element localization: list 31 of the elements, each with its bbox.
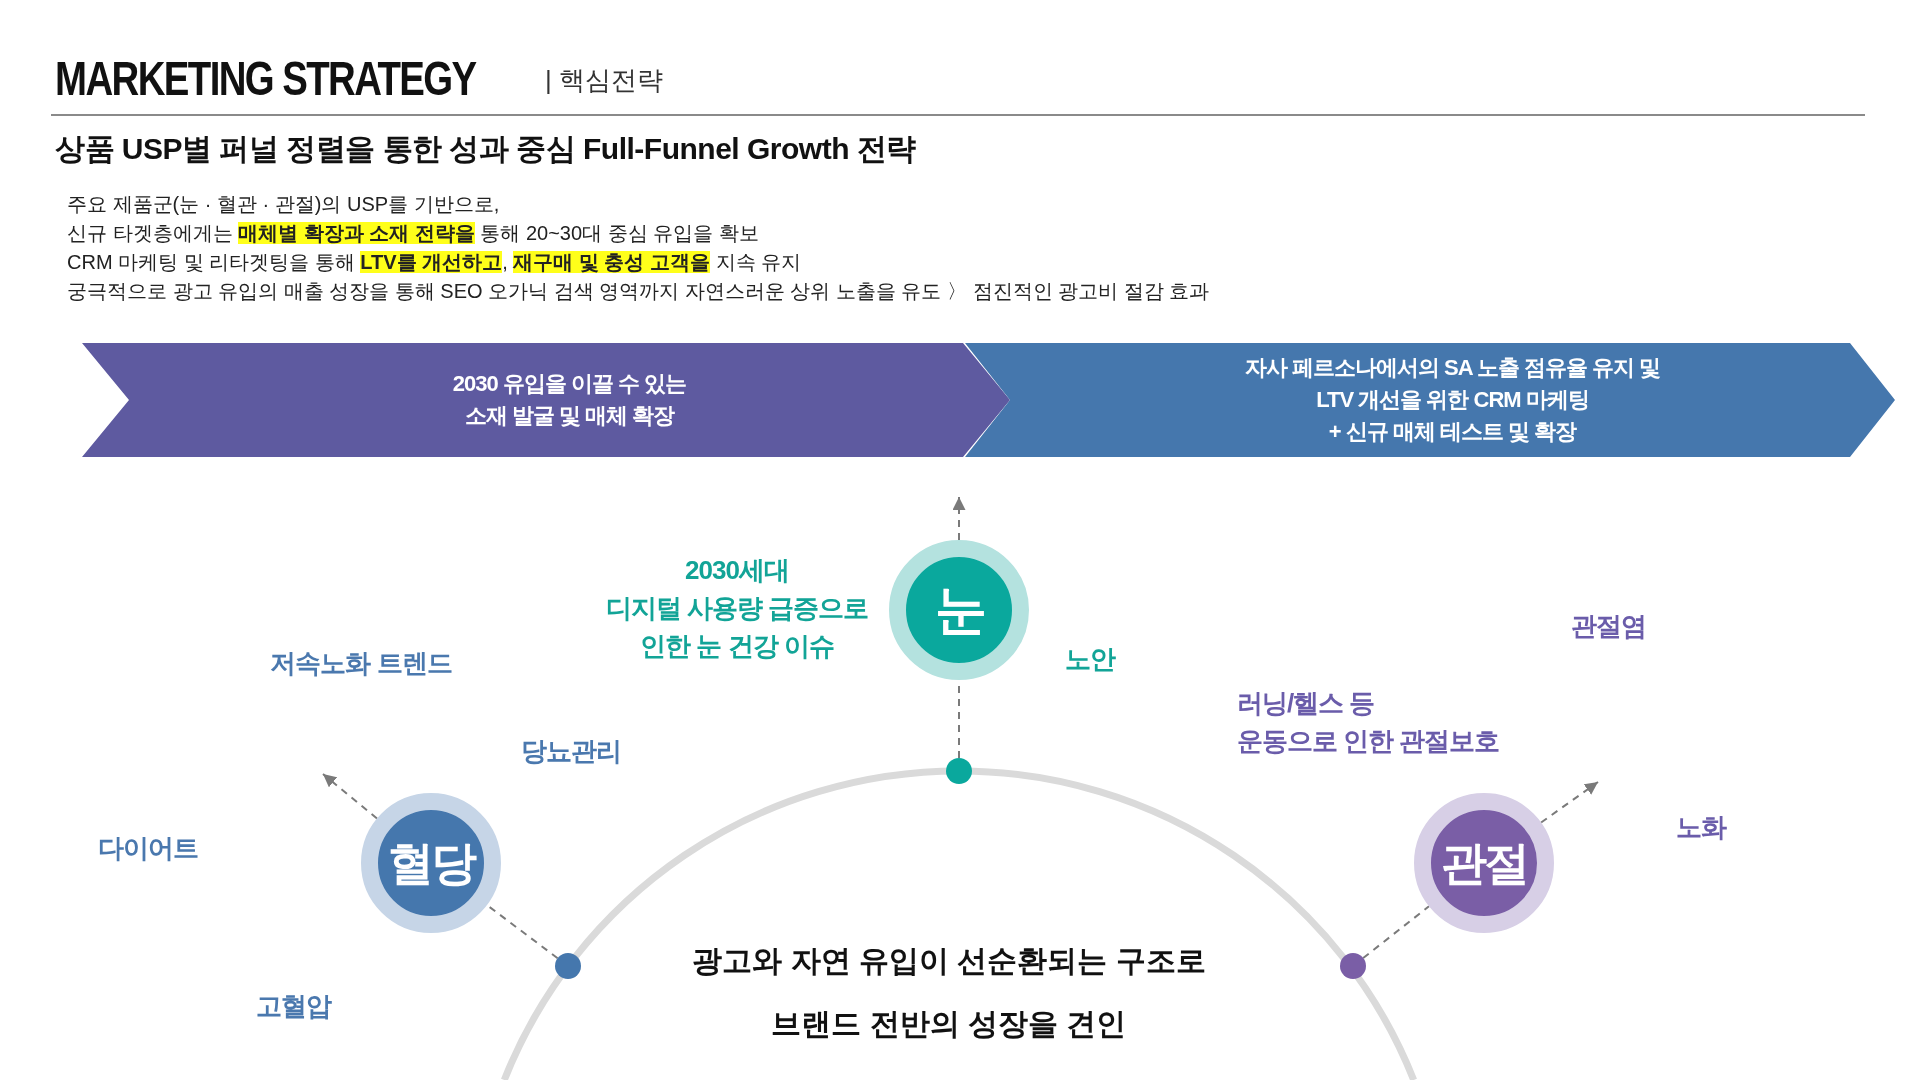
body-text: 주요 제품군(눈 · 혈관 · 관절)의 USP를 기반으로, — [67, 192, 500, 217]
keyword-text: 노안 — [1065, 643, 1115, 676]
category-name: 눈 — [934, 584, 984, 636]
body-text: CRM 마케팅 및 리타겟팅을 통해 LTV를 개선하고, 재구매 및 충성 고객을 지속 유지 — [67, 250, 802, 275]
dot-marker — [555, 953, 581, 979]
keyword-text: 2030세대 디지털 사용량 급증으로 인한 눈 건강 이슈 — [605, 554, 869, 663]
keyword-text: 당뇨관리 — [521, 735, 621, 768]
dashed-line — [486, 904, 559, 960]
banner-text: 2030 유입을 이끌 수 있는 소재 발굴 및 매체 확장 — [452, 370, 687, 430]
dashed-line — [1362, 905, 1430, 959]
keyword-text: 노화 — [1676, 811, 1726, 844]
title-tag: | 핵심전략 — [545, 67, 663, 93]
keyword-text: 러닝/헬스 등 운동으로 인한 관절보호 — [1237, 687, 1500, 758]
category-name: 혈당 — [388, 840, 474, 886]
summary-text: 광고와 자연 유입이 선순환되는 구조로 브랜드 전반의 성장을 견인 — [692, 943, 1206, 1042]
category-name: 관절 — [1441, 840, 1527, 886]
dashed-arrow — [952, 496, 966, 541]
dot-marker — [1340, 953, 1366, 979]
keyword-text: 고혈압 — [255, 990, 331, 1023]
heading-text: 상품 USP별 퍼널 정렬을 통한 성과 중심 Full-Funnel Growth 전략 — [55, 136, 916, 162]
keyword-text: 관절염 — [1570, 610, 1646, 643]
keyword-text: 저속노화 트렌드 — [270, 647, 452, 680]
banner-text: + 신규 매체 테스트 및 확장 — [1328, 418, 1577, 446]
dashed-arrow — [322, 773, 378, 820]
dashed-arrow — [1540, 781, 1599, 824]
body-text: 신규 타겟층에게는 매체별 확장과 소재 전략을 통해 20~30대 중심 유입을 확보 — [67, 221, 759, 246]
body-text: 궁극적으로 광고 유입의 매출 성장을 통해 SEO 오가닉 검색 영역까지 자연스러운 상위 노출을 유도 〉 점진적인 광고비 절감 효과 — [67, 279, 1210, 304]
dot-marker — [946, 758, 972, 784]
banner-text: 자사 페르소나에서의 SA 노출 점유율 유지 및 LTV 개선을 위한 CRM 마케팅 — [1244, 354, 1661, 414]
page-title: MARKETING STRATEGY — [55, 55, 476, 103]
keyword-text: 다이어트 — [98, 832, 198, 865]
